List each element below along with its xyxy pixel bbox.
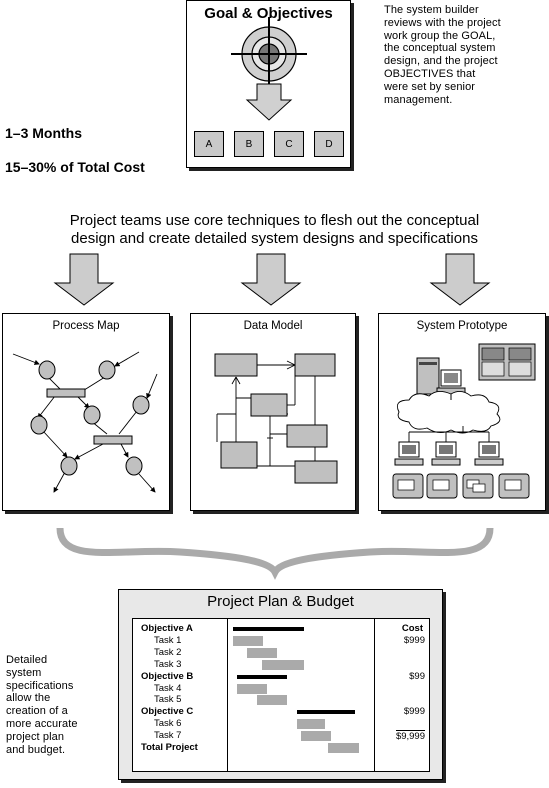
objective-label: Objective B [141, 670, 194, 682]
task-label: Task 7 [154, 730, 182, 742]
target-icon [231, 17, 307, 121]
task-bar [296, 719, 326, 730]
cost-column: Cost $999 $99 $999 $9,999 [377, 623, 425, 743]
task-label: Task 1 [154, 634, 182, 646]
task-label: Task 5 [154, 694, 182, 706]
network-cloud-icon [396, 391, 501, 434]
intro-text: Project teams use core techniques to fle… [69, 212, 480, 247]
merge-brace [56, 527, 494, 580]
data-model-panel: Data Model [190, 313, 356, 511]
workstation-icon [394, 441, 424, 466]
panel-title: Process Map [52, 320, 120, 332]
panel-arrows [53, 253, 491, 306]
cost-value: $999 [403, 634, 425, 646]
task-bar [246, 647, 277, 658]
task-bar [301, 731, 331, 742]
plan-row-labels: Objective A Task 1 Task 2 Task 3 Objecti… [141, 623, 198, 754]
down-arrow-icon [245, 83, 293, 121]
panel-title: Data Model [243, 320, 303, 332]
process-map-panel: Process Map [2, 313, 170, 511]
plan-table: Objective A Task 1 Task 2 Task 3 Objecti… [132, 618, 430, 772]
objective-box-d: D [314, 131, 344, 157]
duration-label: 1–3 Months [5, 125, 83, 141]
total-label: Total Project [141, 742, 198, 754]
task-bar [328, 743, 360, 753]
objective-bar [233, 627, 304, 631]
objective-bar [296, 710, 356, 715]
objective-label: Objective A [141, 623, 193, 634]
down-arrow-icon [429, 253, 491, 306]
cost-value [377, 694, 425, 706]
cost-value [377, 718, 425, 730]
cost-value [377, 659, 425, 671]
cost-header: Cost [401, 623, 423, 634]
task-bar [237, 683, 267, 694]
down-arrow-icon [53, 253, 115, 306]
task-bar [261, 659, 304, 670]
workstation-icon [474, 441, 504, 466]
objective-box-c: C [274, 131, 304, 157]
objective-box-a: A [194, 131, 224, 157]
footer-note: Detailed system specifications allow the… [6, 654, 78, 756]
system-prototype-diagram [392, 343, 536, 499]
objective-bar [237, 674, 288, 679]
project-plan-panel: Project Plan & Budget Objective A Task 1… [118, 589, 443, 780]
cost-value: $99 [409, 670, 425, 682]
task-label: Task 3 [154, 658, 182, 670]
task-bar [257, 695, 288, 706]
goal-objectives-box: Goal & Objectives A B C D [186, 0, 351, 168]
cost-share-label: 15–30% of Total Cost [5, 159, 145, 175]
panel-title: System Prototype [416, 320, 508, 332]
objective-box-b: B [234, 131, 264, 157]
task-label: Task 2 [154, 646, 182, 658]
server-icon [416, 357, 440, 395]
data-model-diagram [214, 353, 338, 484]
cost-value [377, 647, 425, 659]
goal-description: The system builder reviews with the proj… [384, 4, 501, 106]
workstation-icon [431, 441, 461, 466]
down-arrow-icon [240, 253, 302, 306]
cost-value [377, 683, 425, 695]
process-map-diagram [12, 351, 158, 493]
objective-label: Objective C [141, 706, 194, 718]
plan-title: Project Plan & Budget [207, 593, 354, 610]
system-prototype-panel: System Prototype [378, 313, 546, 511]
task-label: Task 4 [154, 682, 182, 694]
task-label: Task 6 [154, 718, 182, 730]
total-cost-value: $9,999 [395, 730, 425, 743]
task-bar [233, 635, 263, 646]
cost-value: $999 [403, 706, 425, 718]
goal-title: Goal & Objectives [204, 5, 333, 22]
gantt-area [233, 623, 369, 763]
